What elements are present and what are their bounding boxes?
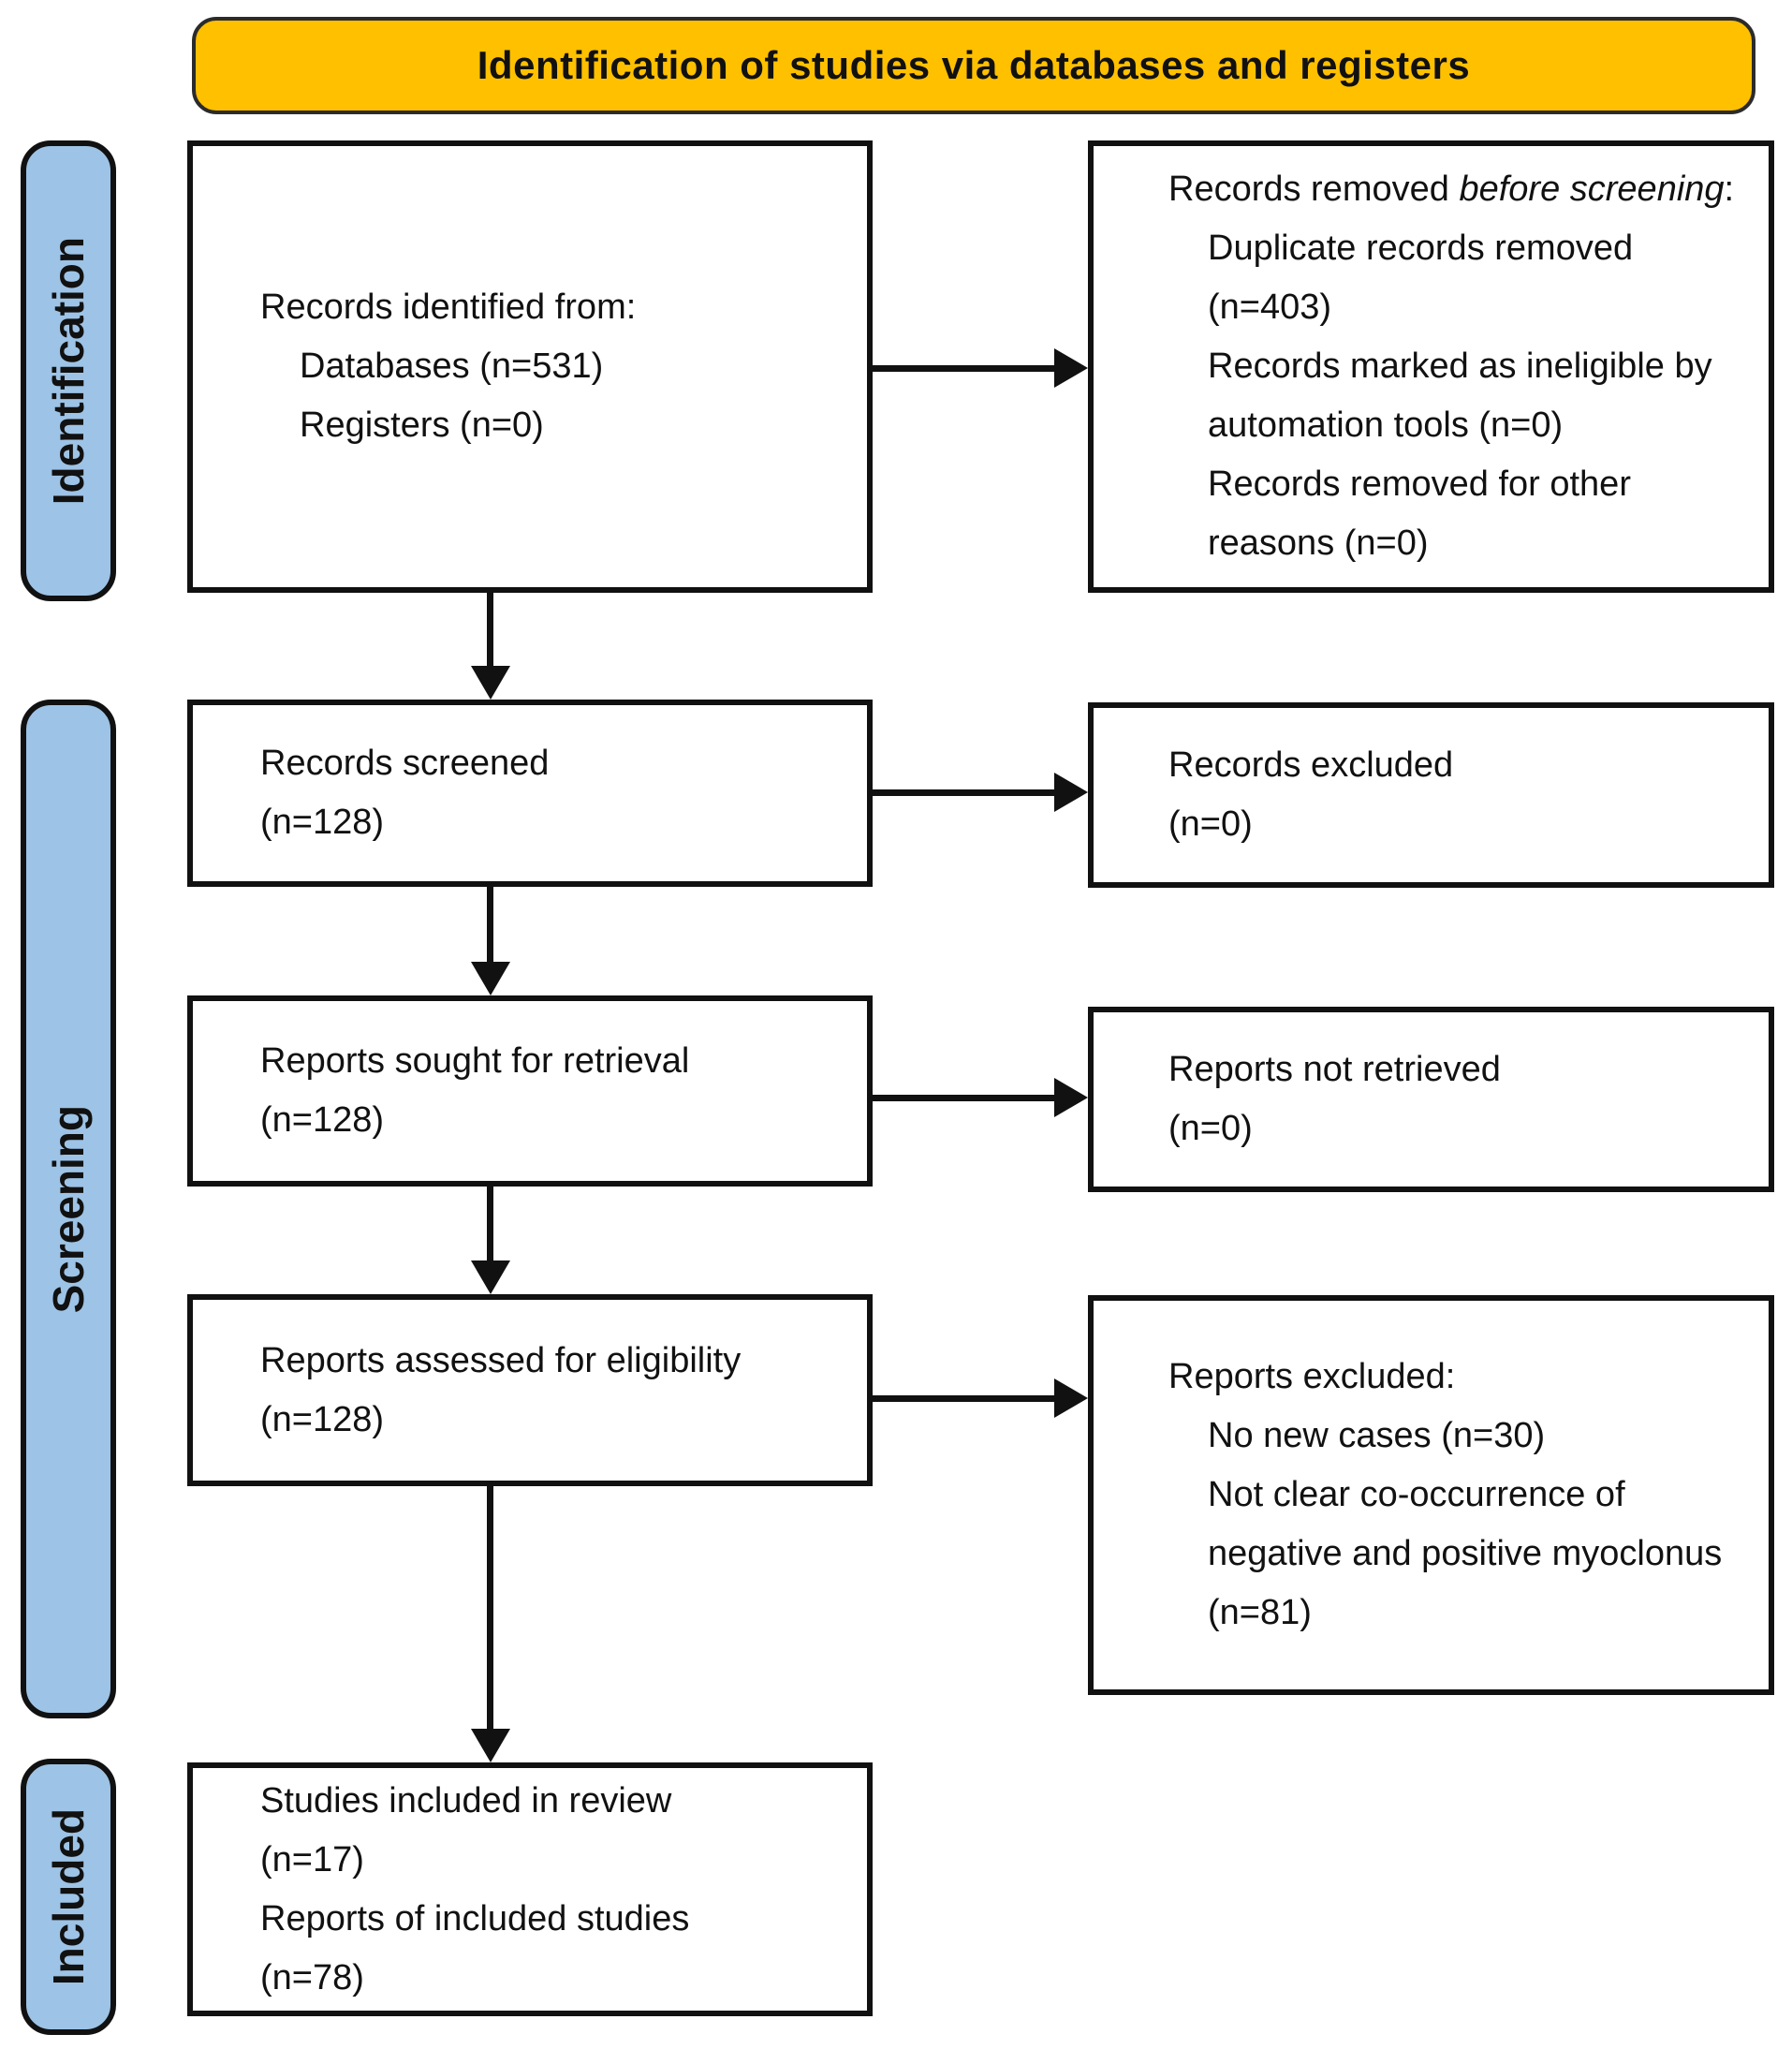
stage-included-label: Included <box>44 1807 93 1986</box>
arrow-sought-to-assessed-line <box>487 1187 493 1262</box>
arrow-identified-to-removed-head <box>1054 348 1088 388</box>
arrow-assessed-to-included-head <box>471 1729 510 1762</box>
box-records-screened-content: Records screened (n=128) <box>193 705 867 881</box>
box-records-removed: Records removed before screening: Duplic… <box>1088 140 1774 593</box>
text-segment-italic: before screening <box>1459 170 1725 209</box>
arrow-assessed-to-reports-excluded-line <box>873 1395 1054 1402</box>
box-records-identified-content: Records identified from: Databases (n=53… <box>193 146 867 587</box>
box-studies-included: Studies included in review (n=17) Report… <box>187 1762 873 2016</box>
arrow-assessed-to-included-line <box>487 1486 493 1731</box>
text-line: Records screened <box>260 744 550 783</box>
text-line: (n=17) <box>260 1839 364 1879</box>
arrow-screened-to-sought-head <box>471 962 510 995</box>
text-line: Duplicate records removed (n=403) <box>1208 228 1634 327</box>
stage-screening-label: Screening <box>44 1104 93 1314</box>
text-line: Reports sought for retrieval <box>260 1041 690 1081</box>
arrow-sought-to-not-retrieved-head <box>1054 1078 1088 1117</box>
box-records-screened: Records screened (n=128) <box>187 700 873 887</box>
arrow-identified-to-screened-head <box>471 666 510 700</box>
arrow-sought-to-assessed-head <box>471 1260 510 1294</box>
box-reports-sought-content: Reports sought for retrieval (n=128) <box>193 1001 867 1181</box>
box-records-excluded-content: Records excluded (n=0) <box>1094 708 1769 882</box>
text-line: (n=128) <box>260 1399 385 1439</box>
arrow-screened-to-sought-line <box>487 887 493 964</box>
text-line: (n=0) <box>1168 804 1253 844</box>
text-line: Reports excluded: <box>1168 1357 1456 1396</box>
text-line: Reports assessed for eligibility <box>260 1340 742 1380</box>
text-line: Records removed before screening: <box>1168 160 1742 219</box>
box-records-excluded: Records excluded (n=0) <box>1088 702 1774 888</box>
stage-included: Included <box>21 1759 116 2035</box>
text-line: (n=128) <box>260 803 385 842</box>
box-reports-assessed-content: Reports assessed for eligibility (n=128) <box>193 1300 867 1481</box>
text-line: Databases (n=531) <box>300 346 604 386</box>
box-reports-assessed: Reports assessed for eligibility (n=128) <box>187 1294 873 1486</box>
text-line: Records excluded <box>1168 745 1454 785</box>
text-line: Reports of included studies <box>260 1898 690 1938</box>
banner: Identification of studies via databases … <box>192 17 1755 114</box>
text-line: Studies included in review <box>260 1780 672 1821</box>
stage-screening: Screening <box>21 700 116 1718</box>
text-line: (n=78) <box>260 1957 364 1997</box>
box-reports-not-retrieved: Reports not retrieved (n=0) <box>1088 1007 1774 1192</box>
box-records-removed-content: Records removed before screening: Duplic… <box>1094 146 1769 587</box>
text-line: Reports not retrieved <box>1168 1050 1501 1089</box>
box-reports-excluded-content: Reports excluded: No new cases (n=30) No… <box>1094 1301 1769 1689</box>
arrow-sought-to-not-retrieved-line <box>873 1095 1054 1101</box>
stage-identification-label: Identification <box>44 236 93 506</box>
text-line: Records identified from: <box>260 287 637 327</box>
text-line: Not clear co-occurrence of negative and … <box>1208 1475 1723 1632</box>
box-reports-not-retrieved-content: Reports not retrieved (n=0) <box>1094 1012 1769 1187</box>
box-studies-included-content: Studies included in review (n=17) Report… <box>193 1768 867 2011</box>
box-reports-sought: Reports sought for retrieval (n=128) <box>187 995 873 1187</box>
text-segment: Records removed <box>1168 170 1460 209</box>
text-line: Records marked as ineligible by automati… <box>1208 346 1712 445</box>
arrow-identified-to-removed-line <box>873 365 1054 372</box>
arrow-identified-to-screened-line <box>487 593 493 668</box>
text-line: No new cases (n=30) <box>1208 1416 1546 1455</box>
stage-identification: Identification <box>21 140 116 601</box>
text-line: Registers (n=0) <box>300 405 544 445</box>
text-line: (n=0) <box>1168 1109 1253 1148</box>
box-reports-excluded: Reports excluded: No new cases (n=30) No… <box>1088 1295 1774 1695</box>
banner-title: Identification of studies via databases … <box>477 43 1471 87</box>
text-line: (n=128) <box>260 1100 385 1140</box>
arrow-assessed-to-reports-excluded-head <box>1054 1378 1088 1418</box>
arrow-screened-to-excluded-head <box>1054 773 1088 812</box>
box-records-identified: Records identified from: Databases (n=53… <box>187 140 873 593</box>
text-line: Records removed for other reasons (n=0) <box>1208 464 1631 563</box>
text-segment: : <box>1724 170 1735 209</box>
arrow-screened-to-excluded-line <box>873 789 1054 796</box>
